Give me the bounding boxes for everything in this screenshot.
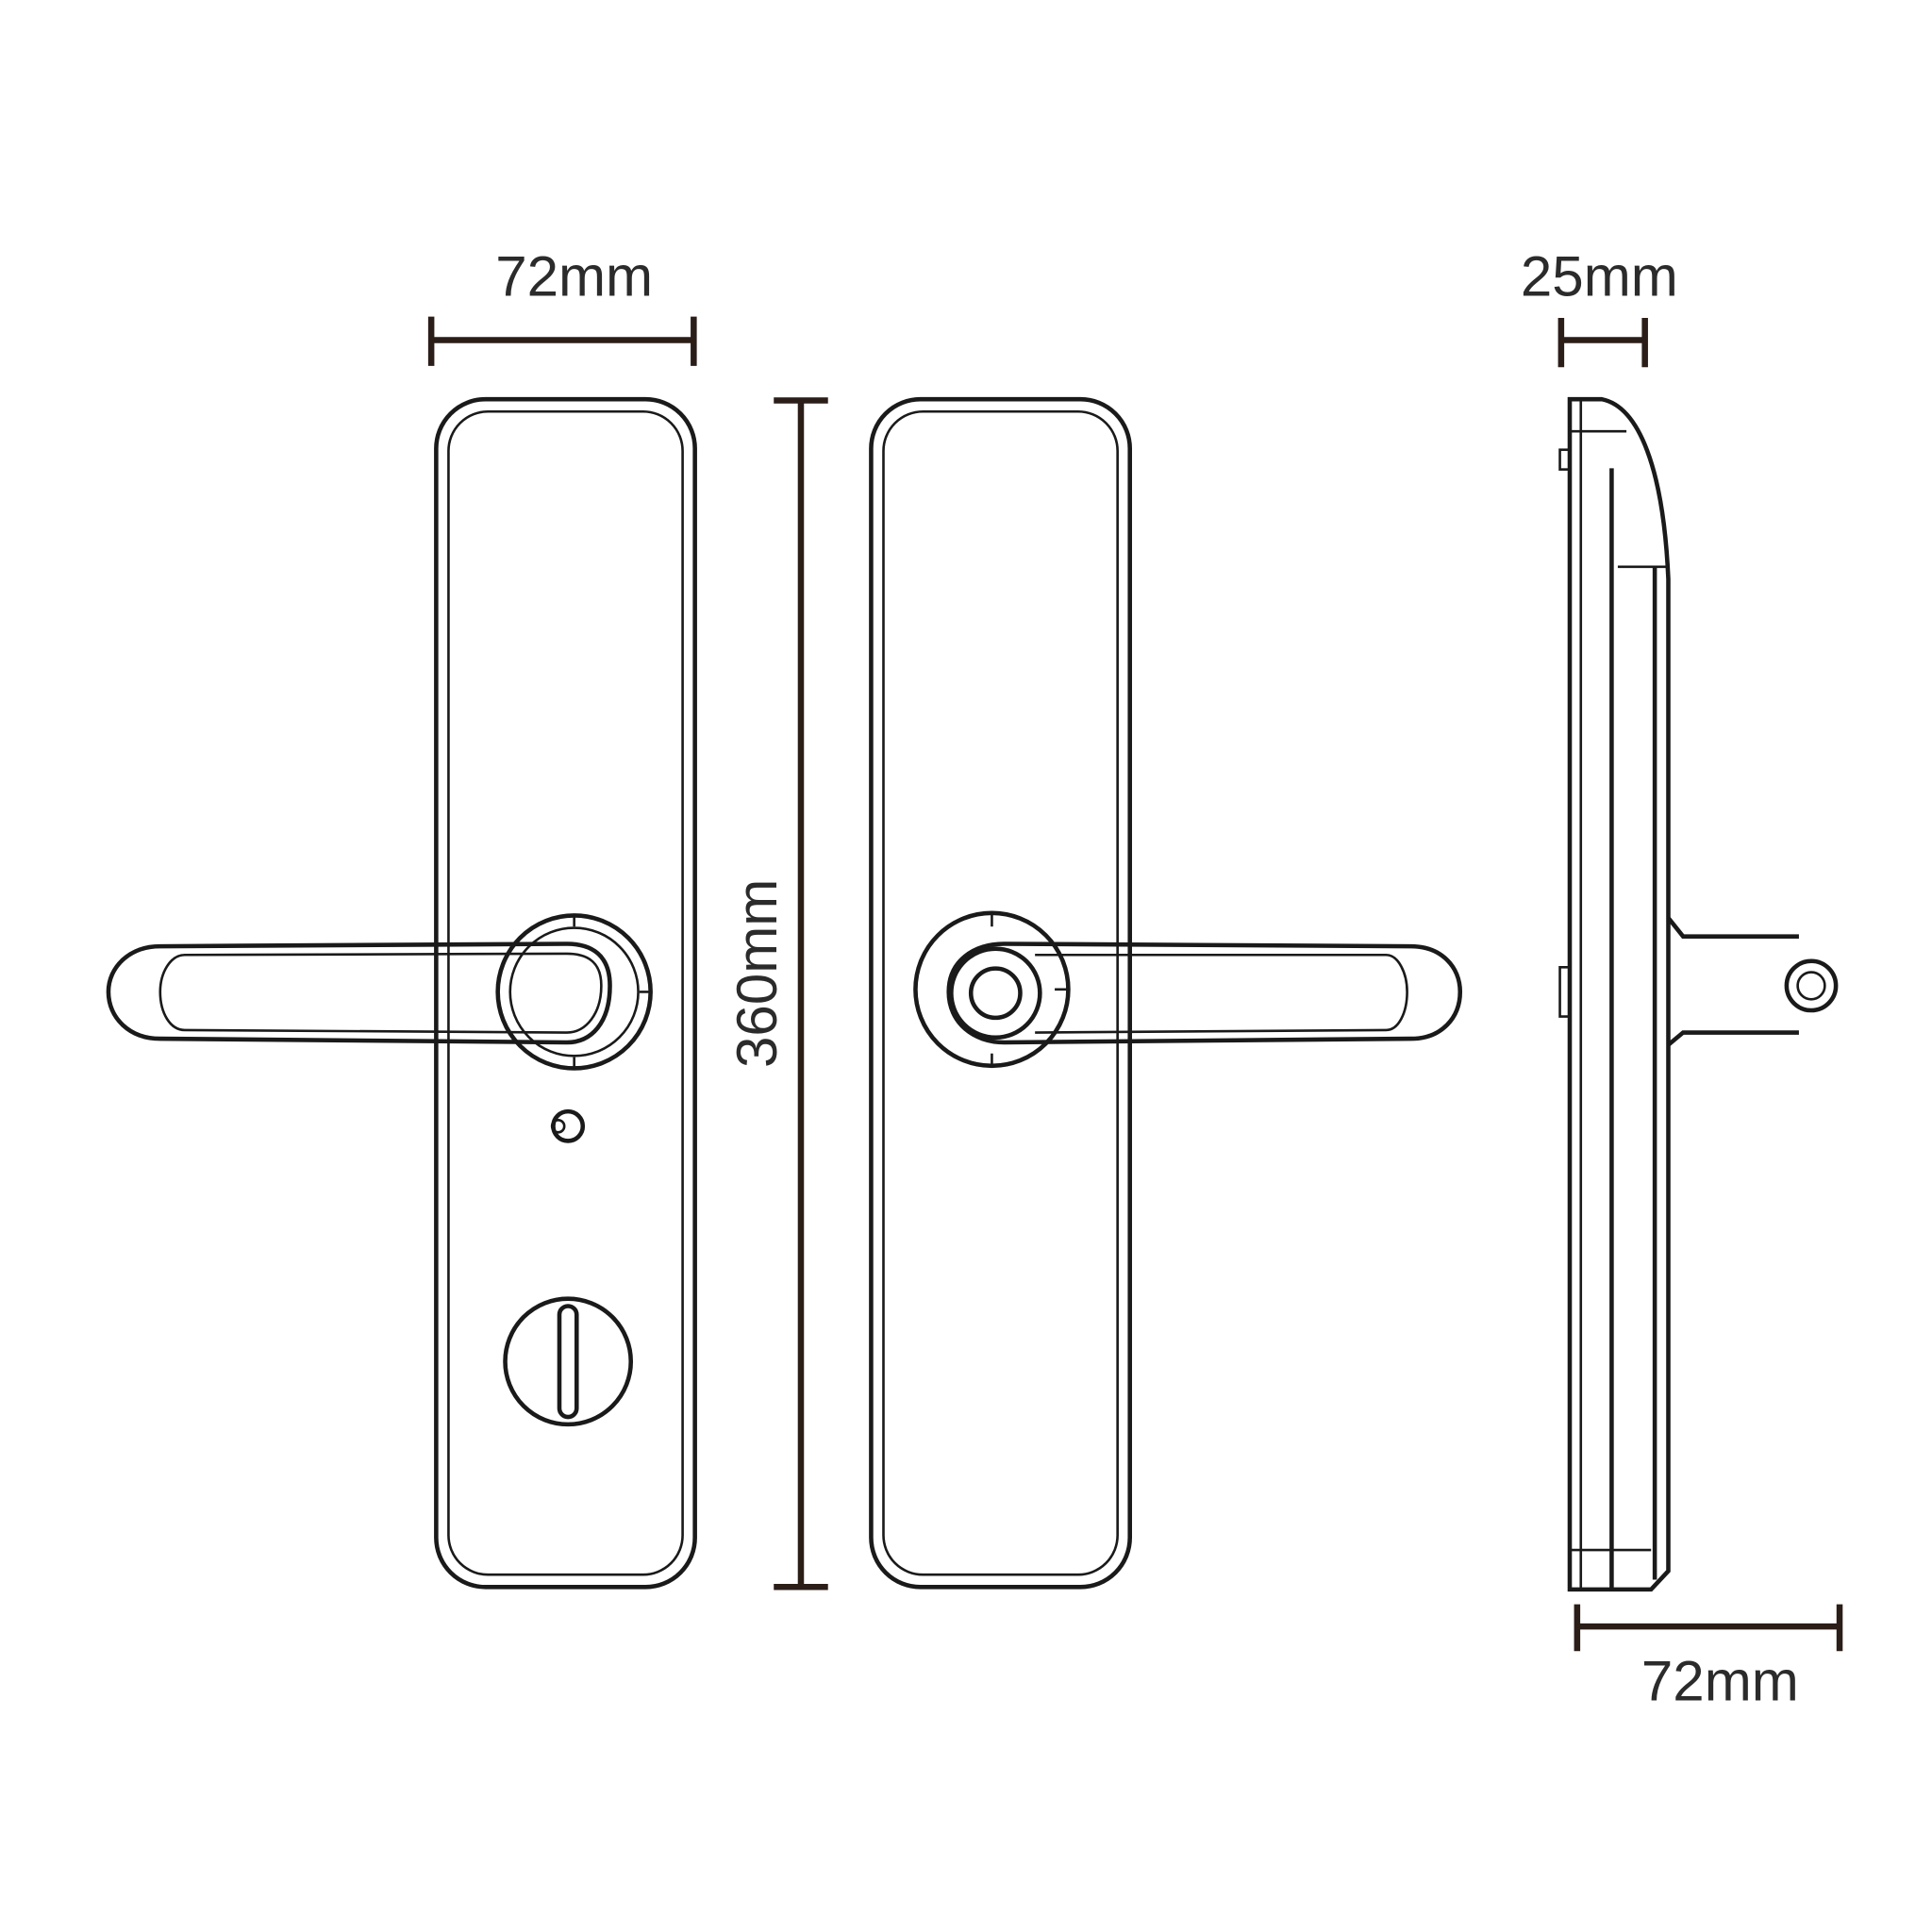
side-view: 25mm 72mm [1521,244,1843,1712]
fingerprint-sensor [968,966,1023,1021]
height-label: 360mm [725,879,789,1068]
side-depth-label: 25mm [1521,244,1678,308]
outer-panel-view [869,396,1463,1590]
front-width-label: 72mm [495,244,653,308]
front-width-dimension: 72mm [427,244,697,366]
height-dimension: 360mm [725,397,828,1591]
side-width-label: 72mm [1641,1649,1799,1712]
inner-panel-view [106,396,697,1590]
